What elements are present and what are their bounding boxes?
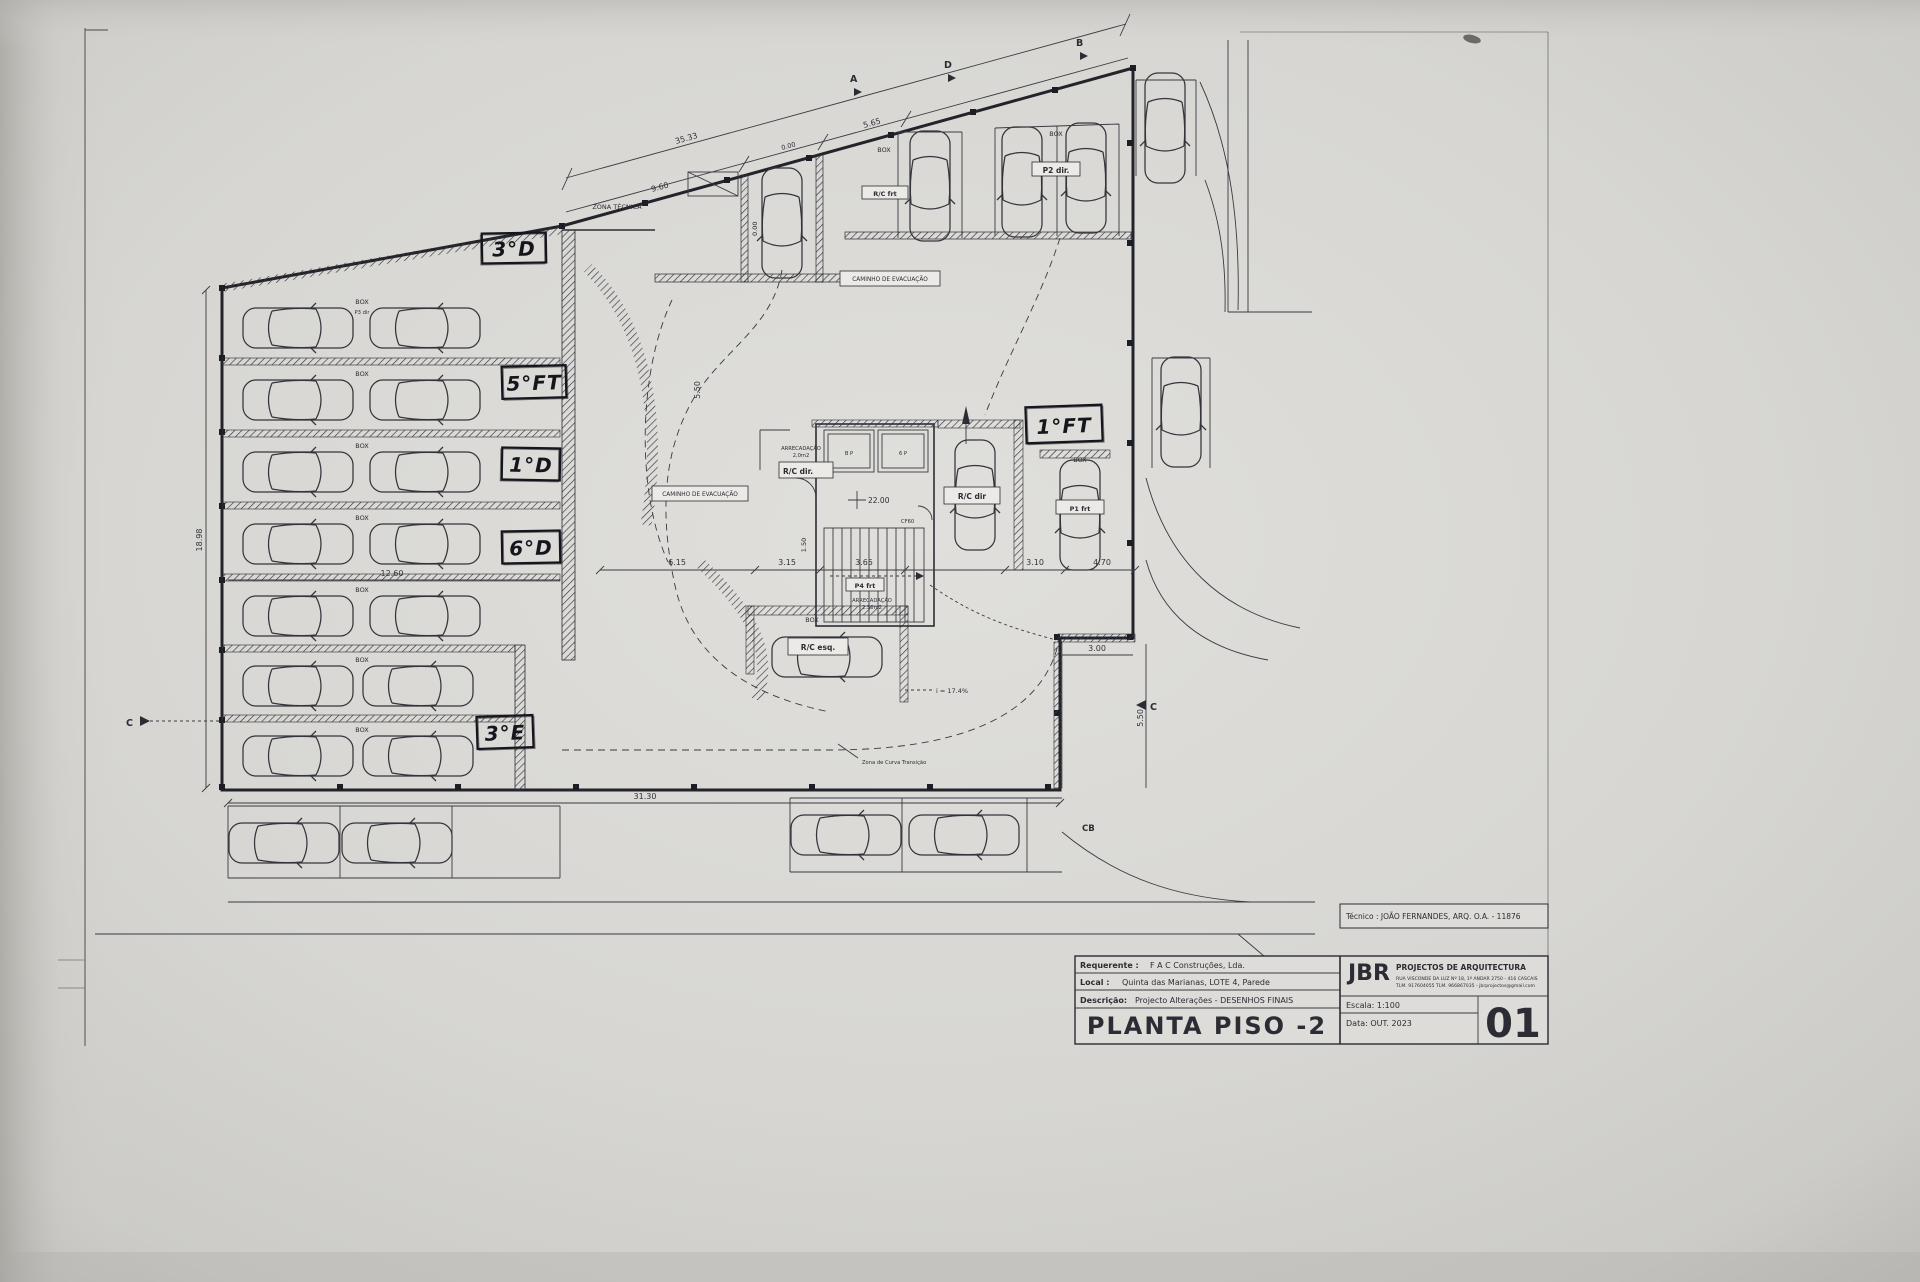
box-label: BOX xyxy=(877,146,891,154)
handwritten-3d: 3°D xyxy=(492,237,536,262)
dim-550: 5.50 xyxy=(1136,709,1145,727)
date-value: Data: OUT. 2023 xyxy=(1346,1019,1412,1028)
tecnico-line: Técnico : JOÃO FERNANDES, ARQ. O.A. - 11… xyxy=(1345,912,1521,921)
box-label: BOX xyxy=(355,586,369,594)
handwritten-3e: 3°E xyxy=(484,720,525,745)
slope-label: i = 17.4% xyxy=(936,687,968,695)
lower-right-walls xyxy=(1053,633,1136,789)
dim-615: 6.15 xyxy=(668,558,686,567)
section-mark-c: C xyxy=(126,718,133,729)
firm-address-line2: TLM. 917604055 TLM. 966867035 - jbrproje… xyxy=(1395,983,1536,989)
upper-structures: BOX R/C frt BOX P2 dir. ZONA TÉCNICA CAM… xyxy=(562,79,1197,287)
dim-315: 3.15 xyxy=(778,558,796,567)
right-middle-boxes: R/C dir BOX P1 frt xyxy=(937,419,1111,571)
zona-curva-label: Zona de Curva Transição xyxy=(862,760,926,766)
sheet-number: 01 xyxy=(1485,1001,1541,1047)
box-label: BOX xyxy=(355,726,369,734)
handwritten-1d: 1°D xyxy=(509,453,553,478)
stall-label: P3 dir xyxy=(355,310,371,316)
caminho-evacuacao-label: CAMINHO DE EVACUAÇÃO xyxy=(852,276,928,283)
box-label: BOX xyxy=(355,442,369,450)
drawing-title: PLANTA PISO -2 xyxy=(1087,1012,1327,1040)
section-mark-cb: CB xyxy=(1082,824,1095,834)
rc-dir-label: R/C dir. xyxy=(783,467,813,476)
dim-300: 3.00 xyxy=(1088,644,1106,653)
dimensions: 35.33 9.60 0.00 5.65 0.00 6.15 3.15 3.65… xyxy=(195,13,1147,808)
arrecadacao-area: 2,0m2 xyxy=(793,453,810,459)
p2-dir-label: P2 dir. xyxy=(1043,166,1070,175)
local-value: Quinta das Marianas, LOTE 4, Parede xyxy=(1122,978,1270,987)
descricao-value: Projecto Alterações - DESENHOS FINAIS xyxy=(1135,996,1293,1005)
handwritten-1ft: 1°FT xyxy=(1036,413,1092,439)
cf60-label: CF60 xyxy=(901,519,914,525)
rc-frt-label: R/C frt xyxy=(873,190,897,198)
p1-frt-label: P1 frt xyxy=(1070,505,1091,513)
section-mark-b: B xyxy=(1076,38,1083,49)
box-label: BOX xyxy=(355,514,369,522)
rc-esq-label: R/C esq. xyxy=(801,643,836,652)
dim-1898: 18.98 xyxy=(195,529,204,552)
requerente-value: F A C Construções, Lda. xyxy=(1150,961,1245,970)
zona-tecnica-label: ZONA TÉCNICA xyxy=(592,202,642,211)
local-label: Local : xyxy=(1080,978,1109,987)
requerente-label: Requerente : xyxy=(1080,961,1139,970)
dim-000: 0.00 xyxy=(780,140,796,152)
level-value: 22.00 xyxy=(868,496,890,505)
arrecadacao-label: ARRECADAÇÃO xyxy=(852,597,892,604)
dim-000: 0.00 xyxy=(751,222,759,236)
section-mark-c: C xyxy=(1150,702,1157,713)
box-label: BOX xyxy=(1073,456,1087,464)
scale-value: Escala: 1:100 xyxy=(1346,1001,1400,1010)
rc-dir-label: R/C dir xyxy=(958,492,987,501)
section-mark-a: A xyxy=(850,74,858,85)
dim-3130: 31.30 xyxy=(634,792,657,801)
firm-address-line1: RUA VISCONDE DA LUZ Nº 18, 1º ANDAR 2750… xyxy=(1396,976,1538,982)
caminho-evacuacao-label: CAMINHO DE EVACUAÇÃO xyxy=(662,491,738,498)
lift-label: B P xyxy=(845,451,853,457)
dim-310: 3.10 xyxy=(1026,558,1044,567)
firm-initials: JBR xyxy=(1346,961,1390,986)
dim-1260: 12.60 xyxy=(381,569,404,578)
handwritten-5ft: 5°FT xyxy=(506,370,562,395)
box-label: BOX xyxy=(355,656,369,664)
handwritten-6d: 6°D xyxy=(509,536,553,561)
staple-mark xyxy=(1463,34,1481,44)
dim-550: 5.50 xyxy=(693,381,702,399)
descricao-label: Descrição: xyxy=(1080,996,1127,1005)
box-label: BOX xyxy=(355,298,369,306)
firm-name: PROJECTOS DE ARQUITECTURA xyxy=(1396,963,1526,972)
p4-frt-label: P4 frt xyxy=(855,582,876,590)
left-parking-block: BOX P3 dir BOX BOX BOX BOX BOX BOX xyxy=(221,229,576,791)
handwritten-annotations: 3°D 5°FT 1°D 6°D 3°E 1°FT xyxy=(475,231,1105,751)
bottom-center-box: BOX R/C esq. i = 17.4% xyxy=(745,605,968,703)
title-block: Técnico : JOÃO FERNANDES, ARQ. O.A. - 11… xyxy=(1074,903,1549,1047)
box-label: BOX xyxy=(805,616,819,624)
arrecadacao-label: ARRECADAÇÃO xyxy=(781,445,821,452)
sheet-border xyxy=(58,28,1549,1046)
dim-365: 3.65 xyxy=(855,558,873,567)
section-marks: A D B C C CB xyxy=(126,38,1157,834)
dim-150: 1.50 xyxy=(800,538,808,552)
section-mark-d: D xyxy=(944,60,952,71)
lift-label: 6 P xyxy=(899,451,907,457)
box-label: BOX xyxy=(355,370,369,378)
dim-470: 4.70 xyxy=(1093,558,1111,567)
box-label: BOX xyxy=(1049,130,1063,138)
